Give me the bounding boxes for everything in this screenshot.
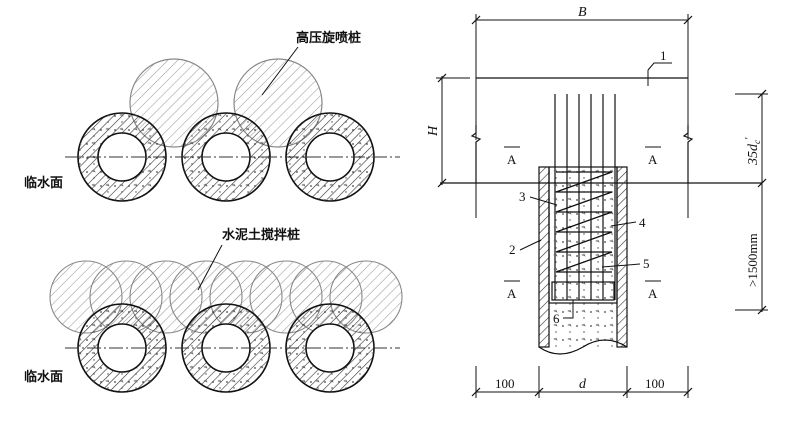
jet-grout-pile-label: 高压旋喷桩 — [296, 30, 361, 46]
dimension-height — [436, 73, 470, 188]
leader-4 — [610, 221, 637, 227]
cement-soil-pile-label: 水泥土搅拌桩 — [222, 227, 300, 243]
section-mark-upper-left: A — [504, 146, 520, 167]
callout-5: 5 — [643, 256, 650, 271]
height-label: H — [426, 125, 441, 137]
section-mark-lower-right: A — [645, 280, 661, 301]
water-side-label-top: 临水面 — [24, 175, 63, 191]
callout-4: 4 — [639, 215, 646, 230]
leader-6 — [563, 300, 574, 319]
break-mark-right — [682, 125, 694, 183]
svg-text:A: A — [507, 152, 517, 167]
leader-1 — [647, 62, 672, 71]
dimension-anchor — [735, 89, 768, 315]
leader-cement-soil — [197, 244, 223, 291]
dimension-bottom — [471, 366, 693, 398]
base-plate — [551, 281, 615, 301]
leader-5 — [601, 263, 641, 268]
callout-6: 6 — [553, 311, 560, 326]
leader-jet-grout — [261, 46, 299, 96]
break-mark-left — [470, 125, 482, 183]
anchor-length-label: 35dc' — [743, 137, 762, 166]
svg-text:A: A — [648, 152, 658, 167]
svg-text:A: A — [507, 286, 517, 301]
callout-1: 1 — [660, 48, 667, 63]
leader-3 — [529, 196, 558, 206]
leader-2 — [519, 239, 542, 251]
dim-left-100: 100 — [495, 376, 515, 391]
section-mark-lower-left: A — [504, 280, 520, 301]
svg-text:A: A — [648, 286, 658, 301]
width-label: B — [578, 5, 587, 20]
section-mark-upper-right: A — [645, 146, 661, 167]
spiral-stirrup — [555, 171, 613, 273]
dimension-width — [471, 14, 693, 140]
dim-right-100: 100 — [645, 376, 665, 391]
callout-2: 2 — [509, 242, 516, 257]
min-length-label: >1500mm — [745, 233, 760, 287]
pile-body — [538, 166, 628, 355]
dim-diameter: d — [579, 377, 587, 392]
water-side-label-bottom: 临水面 — [24, 369, 63, 385]
callout-3: 3 — [519, 189, 526, 204]
